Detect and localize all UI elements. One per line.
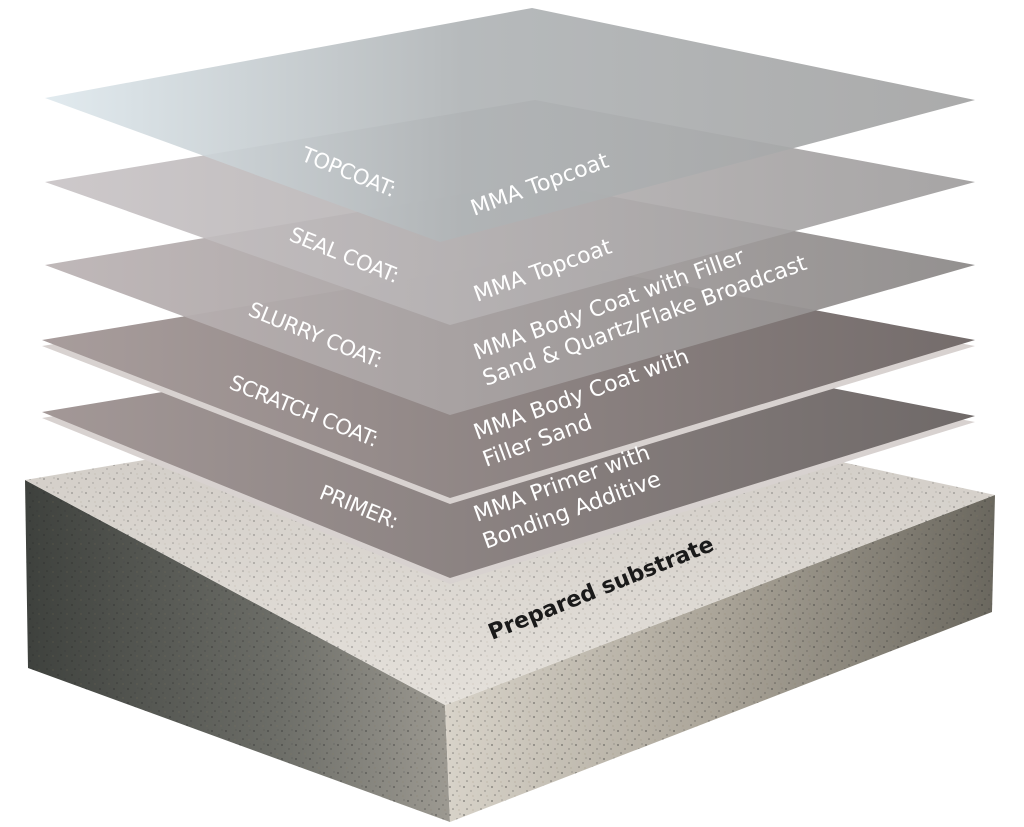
layer-topcoat (45, 8, 975, 242)
